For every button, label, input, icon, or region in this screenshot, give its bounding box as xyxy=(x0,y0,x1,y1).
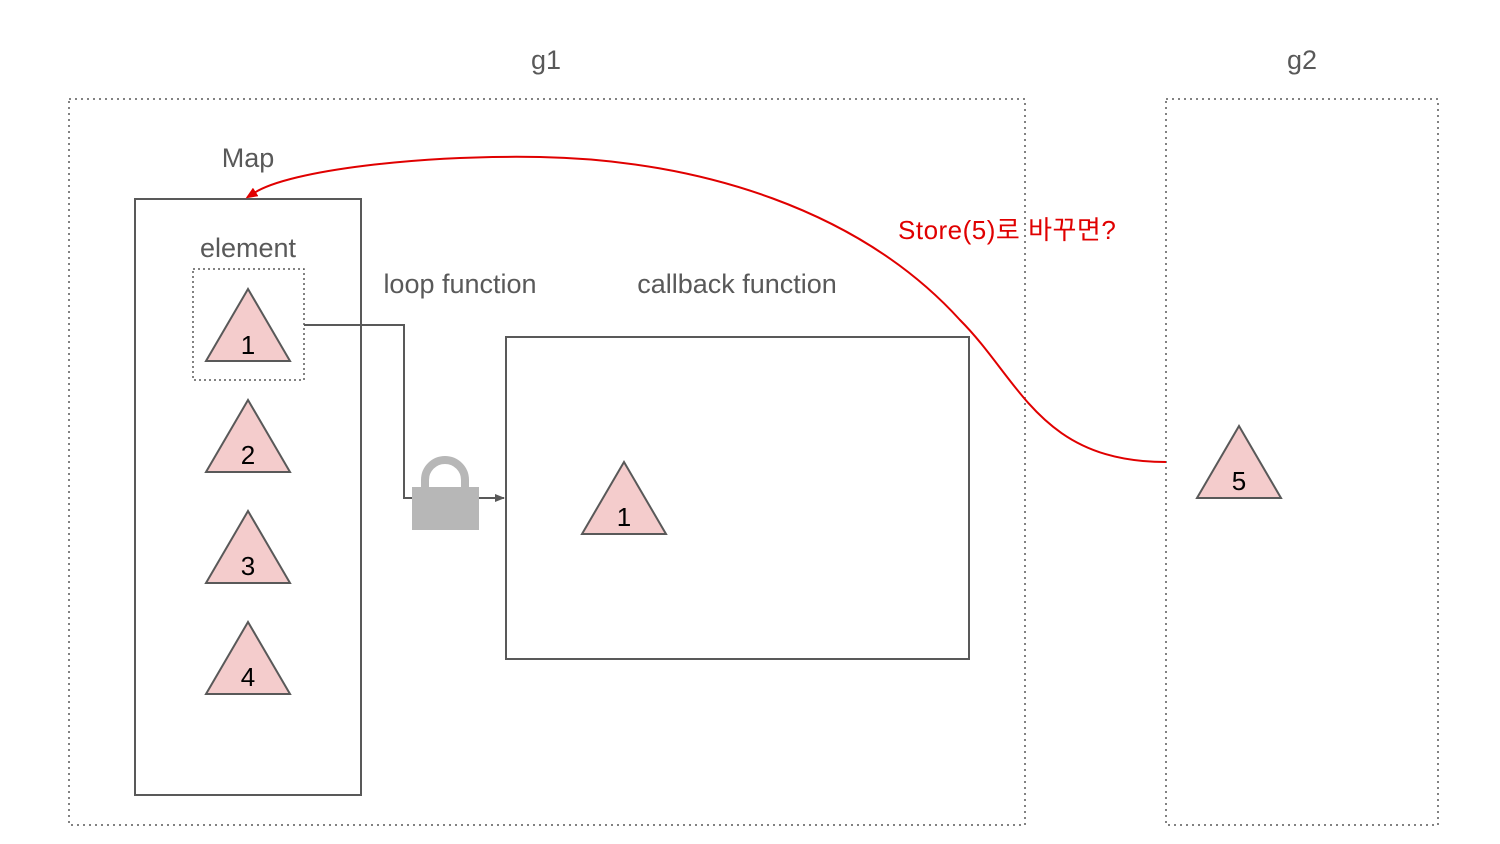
map-item: 4 xyxy=(204,620,292,695)
map-title: Map xyxy=(222,143,275,173)
triangle-shape xyxy=(580,460,668,535)
group-g1-boundary xyxy=(68,98,1026,826)
loop-connector-arrow xyxy=(304,324,505,502)
callback-function-label: callback function xyxy=(637,269,837,299)
map-item: 2 xyxy=(204,398,292,473)
callback-function: callback function 1 xyxy=(505,269,970,660)
triangle-shape xyxy=(204,620,292,695)
element-label: element xyxy=(200,233,297,263)
group-g1: g1 xyxy=(68,45,1026,826)
lock-icon xyxy=(412,456,479,530)
map-item: 1 xyxy=(204,287,292,362)
triangle-shape xyxy=(204,398,292,473)
store-annotation: Store(5)로 바꾸면? xyxy=(898,215,1116,245)
map-container: Map element 1 2 3 4 xyxy=(134,143,362,796)
callback-item-label: 1 xyxy=(617,502,631,532)
map-item-label: 3 xyxy=(241,551,255,581)
group-g2: g2 xyxy=(1165,45,1439,826)
map-item-label: 2 xyxy=(241,440,255,470)
group-g1-title: g1 xyxy=(531,45,561,75)
triangle-shape xyxy=(204,509,292,584)
loop-function-label: loop function xyxy=(383,269,536,299)
callback-function-box xyxy=(505,336,970,660)
map-box xyxy=(134,198,362,796)
triangle-shape xyxy=(1195,424,1283,499)
g2-item: 5 xyxy=(1195,424,1283,499)
g2-item-label: 5 xyxy=(1232,466,1246,496)
group-g2-title: g2 xyxy=(1287,45,1317,75)
map-item-label: 1 xyxy=(241,330,255,360)
triangle-shape xyxy=(204,287,292,362)
map-item: 3 xyxy=(204,509,292,584)
map-item-label: 4 xyxy=(241,662,255,692)
store-arrow xyxy=(245,155,1167,463)
group-g2-boundary xyxy=(1165,98,1439,826)
